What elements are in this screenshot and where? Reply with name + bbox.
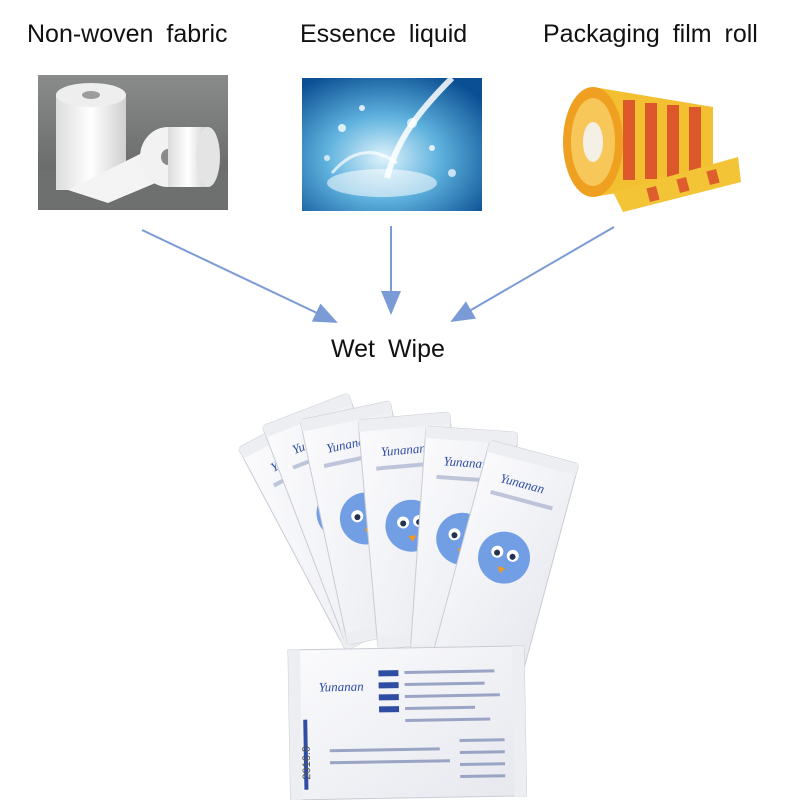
stamp-text: 2016.0 <box>301 746 314 780</box>
svg-text:Yunanan: Yunanan <box>319 679 364 695</box>
arrow-from-fabric <box>141 229 338 323</box>
essence-liquid-image <box>302 78 482 211</box>
arrow-from-film <box>450 226 615 323</box>
packaging-film-roll-image <box>553 72 743 212</box>
label-essence-liquid: Essence liquid <box>300 20 468 48</box>
label-packaging-film-roll: Packaging film roll <box>543 20 758 48</box>
label-non-woven-fabric: Non-woven fabric <box>27 20 228 48</box>
non-woven-fabric-image <box>38 75 228 210</box>
label-wet-wipe: Wet Wipe <box>331 335 445 363</box>
